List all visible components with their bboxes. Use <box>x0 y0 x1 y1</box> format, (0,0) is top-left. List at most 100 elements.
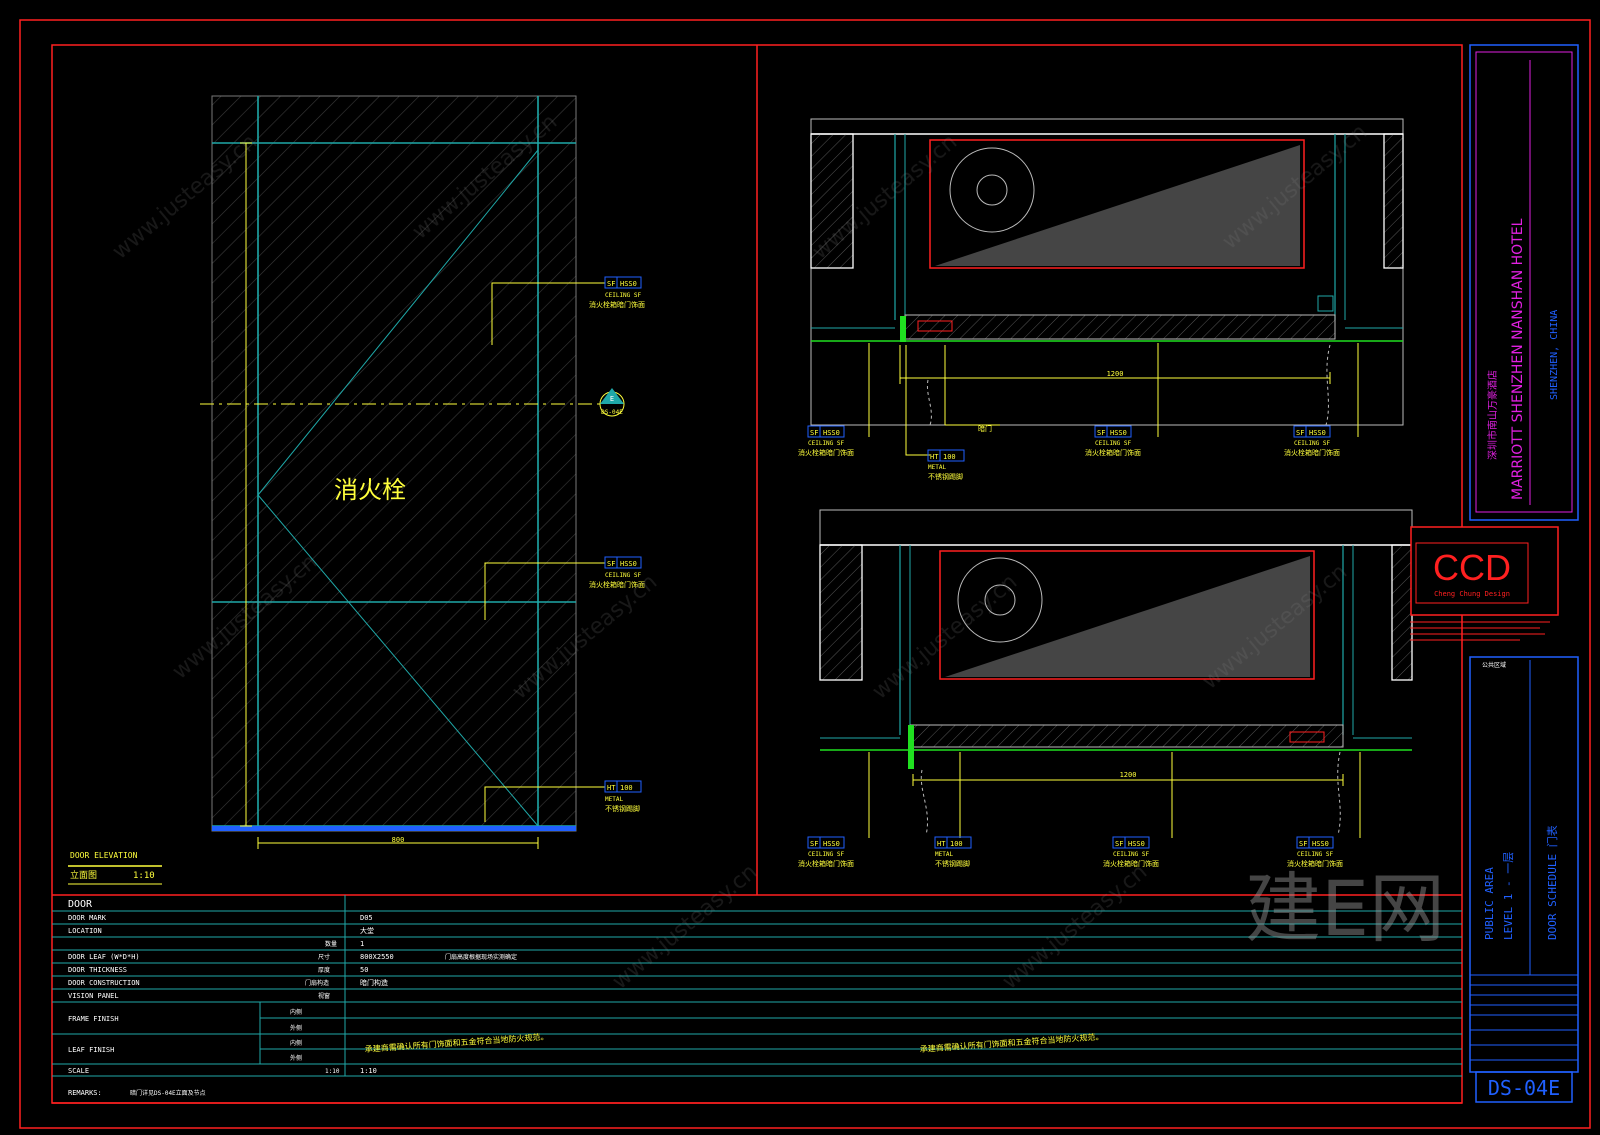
svg-text:内侧: 内侧 <box>290 1008 302 1016</box>
svg-text:HSS0: HSS0 <box>1312 840 1329 848</box>
svg-text:SF: SF <box>810 429 818 437</box>
svg-text:HT: HT <box>607 784 616 792</box>
row-value: 1 <box>360 940 364 948</box>
frame-finish-label: FRAME FINISH <box>68 1015 119 1023</box>
svg-text:CEILING SF: CEILING SF <box>1294 440 1331 447</box>
svg-text:CEILING SF: CEILING SF <box>1113 851 1150 858</box>
svg-text:SF: SF <box>1115 840 1123 848</box>
svg-text:SF: SF <box>607 280 615 288</box>
hydrant-label: 消火栓 <box>334 476 406 504</box>
svg-text:HT: HT <box>930 453 939 461</box>
row-label: DOOR LEAF (W*D*H) <box>68 953 140 961</box>
svg-text:100: 100 <box>620 784 633 792</box>
section-tag: E DS-04E <box>599 388 625 417</box>
remarks-value: 暗门详见DS-04E立面及节点 <box>130 1089 206 1097</box>
row-value: D05 <box>360 914 373 922</box>
svg-text:CEILING SF: CEILING SF <box>808 440 845 447</box>
svg-text:消火栓箱暗门饰面: 消火栓箱暗门饰面 <box>1085 448 1141 457</box>
area-cn-label: 公共区域 <box>1482 661 1506 669</box>
row-label: LOCATION <box>68 927 102 935</box>
row-value: 暗门构造 <box>360 978 388 987</box>
row-code: 尺寸 <box>318 953 330 961</box>
plan-top-width-dim: 1200 <box>1107 370 1124 378</box>
svg-text:CEILING SF: CEILING SF <box>1297 851 1334 858</box>
svg-text:不锈钢踢脚: 不锈钢踢脚 <box>928 472 963 481</box>
svg-text:CEILING SF: CEILING SF <box>1095 440 1132 447</box>
level-label: LEVEL 1 - 一层 <box>1502 852 1515 940</box>
svg-text:SF: SF <box>607 560 615 568</box>
elevation-callout: SF HSS0 CEILING SF 消火栓箱暗门饰面 <box>589 556 645 589</box>
leaf-finish-label: LEAF FINISH <box>68 1046 114 1054</box>
section-tag-top: E <box>610 395 614 403</box>
svg-text:SF: SF <box>1296 429 1304 437</box>
row-label: VISION PANEL <box>68 992 119 1000</box>
svg-text:METAL: METAL <box>928 464 946 471</box>
row-label: DOOR CONSTRUCTION <box>68 979 140 987</box>
plan-top-callout: SF HSS0 CEILING SF 消火栓箱暗门饰面 <box>1085 425 1141 457</box>
svg-text:外侧: 外侧 <box>290 1054 302 1062</box>
svg-text:HT: HT <box>937 840 946 848</box>
plan-top-callout: HT 100 METAL 不锈钢踢脚 <box>927 449 965 481</box>
elevation-callout: SF HSS0 CEILING SF 消火栓箱暗门饰面 <box>589 276 645 309</box>
svg-text:消火栓箱暗门饰面: 消火栓箱暗门饰面 <box>1103 859 1159 868</box>
scale-label: SCALE <box>68 1067 89 1075</box>
row-code: 门扇构造 <box>305 979 329 987</box>
svg-text:消火栓箱暗门饰面: 消火栓箱暗门饰面 <box>589 580 645 589</box>
finish-note-frame: 承建商需确认所有门饰面和五金符合当地防火规范。 <box>364 1031 548 1054</box>
svg-text:CEILING SF: CEILING SF <box>605 572 642 579</box>
plan-top-callout: SF HSS0 CEILING SF 消火栓箱暗门饰面 <box>798 425 854 457</box>
svg-text:SF: SF <box>1097 429 1105 437</box>
plan-section-top: 1200 暗门 SF HSS0 CEILING SF 消火栓箱暗门饰面 SF H… <box>798 118 1404 481</box>
svg-text:不锈钢踢脚: 不锈钢踢脚 <box>605 804 640 813</box>
plan-bottom-width-dim: 1200 <box>1120 771 1137 779</box>
project-name-cn: 深圳市南山万豪酒店 <box>1486 370 1499 460</box>
row-label: DOOR THICKNESS <box>68 966 127 974</box>
row-code: 数量 <box>325 940 337 948</box>
schedule-header: DOOR <box>68 899 93 910</box>
svg-text:www.justeasy.cn: www.justeasy.cn <box>998 859 1152 994</box>
plan-bottom-callout: HT 100 METAL 不锈钢踢脚 <box>934 836 972 868</box>
plan-top-callout: SF HSS0 CEILING SF 消火栓箱暗门饰面 <box>1284 425 1340 457</box>
project-name-en: MARRIOTT SHENZHEN NANSHAN HOTEL <box>1510 218 1526 500</box>
row-label: DOOR MARK <box>68 914 107 922</box>
svg-text:HSS0: HSS0 <box>823 429 840 437</box>
svg-text:消火栓箱暗门饰面: 消火栓箱暗门饰面 <box>798 448 854 457</box>
svg-text:100: 100 <box>950 840 963 848</box>
elevation-title-cn: 立面图 <box>70 869 97 881</box>
scale-code: 1:10 <box>325 1068 340 1075</box>
svg-text:内侧: 内侧 <box>290 1039 302 1047</box>
svg-text:消火栓箱暗门饰面: 消火栓箱暗门饰面 <box>798 859 854 868</box>
plan-bottom-callout: SF HSS0 CEILING SF 消火栓箱暗门饰面 <box>1287 836 1343 868</box>
firm-sub: Cheng Chung Design <box>1434 590 1510 598</box>
plan-section-bottom: 1200 SF HSS0 CEILING SF 消火栓箱暗门饰面 HT 100 … <box>798 509 1413 868</box>
area-label: PUBLIC AREA <box>1483 867 1496 940</box>
plan-bottom-callout: SF HSS0 CEILING SF 消火栓箱暗门饰面 <box>1103 836 1159 868</box>
svg-text:外侧: 外侧 <box>290 1024 302 1032</box>
svg-text:100: 100 <box>943 453 956 461</box>
elevation-scale: 1:10 <box>133 871 155 881</box>
remarks-label: REMARKS: <box>68 1089 102 1097</box>
svg-text:www.justeasy.cn: www.justeasy.cn <box>608 859 762 994</box>
watermark-brand: 建E网 <box>1245 864 1445 953</box>
door-elevation: E DS-04E 消火栓 800 SF HSS0 CEILING SF 消火栓箱… <box>68 95 645 885</box>
elevation-callout: HT 100 METAL 不锈钢踢脚 <box>604 780 642 813</box>
svg-text:SF: SF <box>810 840 818 848</box>
scale-value: 1:10 <box>360 1067 377 1075</box>
svg-text:CEILING SF: CEILING SF <box>605 292 642 299</box>
svg-text:METAL: METAL <box>935 851 953 858</box>
elevation-width-dim: 800 <box>392 836 405 844</box>
row-value: 大堂 <box>360 926 374 935</box>
svg-text:HSS0: HSS0 <box>1128 840 1145 848</box>
firm-logo-text: CCD <box>1433 547 1511 588</box>
project-location: SHENZHEN, CHINA <box>1549 310 1560 400</box>
row-code: 厚度 <box>318 966 330 974</box>
svg-text:HSS0: HSS0 <box>1309 429 1326 437</box>
svg-text:METAL: METAL <box>605 796 623 803</box>
firm-logo: CCD Cheng Chung Design <box>1410 526 1559 616</box>
finish-note-leaf: 承建商需确认所有门饰面和五金符合当地防火规范。 <box>919 1031 1103 1054</box>
plan-top-side-note: 暗门 <box>978 424 992 433</box>
row-value: 50 <box>360 966 368 974</box>
elevation-title-en: DOOR ELEVATION <box>70 851 138 860</box>
svg-text:消火栓箱暗门饰面: 消火栓箱暗门饰面 <box>1284 448 1340 457</box>
